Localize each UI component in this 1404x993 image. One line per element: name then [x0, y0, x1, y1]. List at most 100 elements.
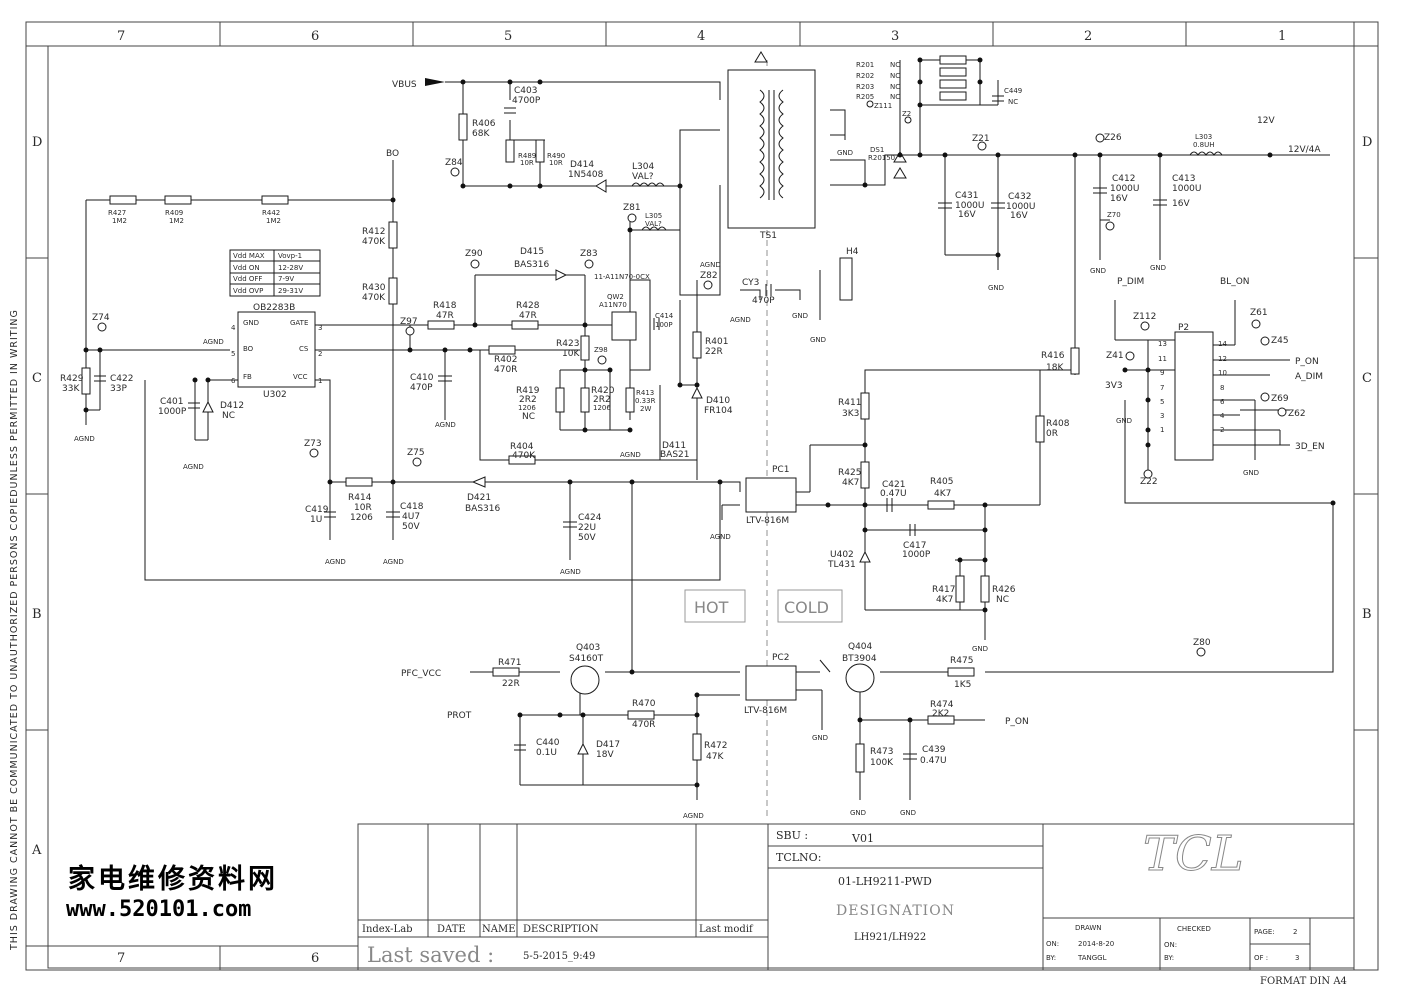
part-value: S4160T: [569, 654, 604, 664]
part-ref: C413: [1172, 174, 1195, 184]
ground-label: GND: [812, 734, 828, 742]
row-markers: D C B A D C B: [31, 135, 1372, 858]
pin-number: 8: [1220, 384, 1224, 392]
testpoint-label: Z84: [445, 158, 463, 168]
capacitors: [94, 95, 1167, 760]
part-ref: R414: [348, 493, 372, 503]
part-ref: R417: [932, 585, 955, 595]
ic-pin: VCC: [293, 373, 308, 381]
part-value: NC: [222, 411, 235, 421]
part-ref: R413: [636, 389, 654, 397]
part-ref: C439: [922, 745, 946, 755]
last-saved-value: 5-5-2015_9:49: [523, 951, 595, 962]
part-value: 1000U: [1172, 184, 1202, 194]
part-value: 1M2: [266, 217, 281, 225]
part-ref: C403: [514, 86, 537, 96]
part-value: 1K5: [954, 680, 971, 690]
part-ref: C412: [1112, 174, 1135, 184]
part-value: 4U7: [402, 512, 420, 522]
testpoint-label: Z82: [700, 271, 718, 281]
part-value: LTV-816M: [744, 706, 787, 716]
part-value: 1U: [310, 515, 322, 525]
part-ref: R489: [518, 152, 536, 160]
part-ref: R416: [1041, 351, 1065, 361]
part-labels: R406 68K C403 4700P R489 10R R490 10R D4…: [60, 61, 1215, 768]
part-package: 1206: [518, 404, 536, 412]
connector-pins: 13 14 11 12 9 10 7 8 5 6 3 4 1 2: [1158, 340, 1227, 434]
page-value: 2: [1293, 928, 1297, 936]
table-cell: 29-31V: [278, 287, 303, 295]
part-ref: C418: [400, 502, 424, 512]
sheet-format: FORMAT DIN A4: [1260, 976, 1347, 987]
testpoint-label: Z73: [304, 439, 322, 449]
pin-number: 7: [1160, 384, 1164, 392]
ground-label: GND: [792, 312, 808, 320]
ground-label: AGND: [325, 558, 346, 566]
part-ref: D414: [570, 160, 594, 170]
watermark-cn: 家电维修资料网: [68, 863, 278, 895]
testpoint-label: Z80: [1193, 638, 1211, 648]
net-label: BO: [386, 149, 399, 159]
part-ref: C417: [903, 541, 926, 551]
sbu-label: SBU :: [776, 829, 808, 842]
transistors: [570, 311, 875, 695]
part-value: 47K: [706, 752, 724, 762]
part-ref: R202: [856, 72, 874, 80]
part-value: VAL?: [645, 220, 662, 228]
vdd-table: Vdd MAX Vovp-1 Vdd ON 12-28V Vdd OFF 7-9…: [229, 249, 321, 297]
brand-logo: TCL: [1143, 826, 1244, 882]
part-ref: D410: [706, 396, 730, 406]
part-package: 1206: [350, 513, 373, 523]
part-value: 4K7: [842, 478, 859, 488]
net-label: P_ON: [1295, 357, 1319, 367]
part-value: 10R: [354, 503, 372, 513]
part-ref: D415: [520, 247, 544, 257]
by-label: BY:: [1164, 954, 1174, 962]
part-ref: R474: [930, 700, 954, 710]
part-ref: R203: [856, 83, 874, 91]
zone-cold: COLD: [784, 598, 829, 617]
part-value: 1000U: [1006, 202, 1036, 212]
ic-pin-number: 5: [231, 350, 235, 358]
table-cell: Vovp-1: [278, 252, 302, 260]
testpoint-label: Z74: [92, 313, 110, 323]
row-marker: C: [32, 371, 42, 386]
column-marker: 7: [117, 951, 125, 966]
part-value: 3K3: [842, 409, 859, 419]
part-value: 0.1U: [536, 748, 557, 758]
column-header: Last modif: [699, 924, 754, 935]
part-value: 470R: [632, 720, 655, 730]
part-ref: R412: [362, 227, 385, 237]
ic-ref: U302: [263, 390, 287, 400]
part-ref: R201: [856, 61, 874, 69]
part-ref: L303: [1195, 133, 1212, 141]
testpoint-label: Z41: [1106, 351, 1124, 361]
part-ref: C440: [536, 738, 560, 748]
part-value: 2R2: [593, 395, 611, 405]
part-value: 10R: [549, 159, 563, 167]
ic-pin: FB: [243, 373, 252, 381]
part-ref: R429: [60, 374, 84, 384]
part-value: BT3904: [842, 654, 877, 664]
part-ref: C410: [410, 373, 434, 383]
connectors: [839, 257, 1214, 461]
pin-number: 14: [1218, 340, 1227, 348]
transformer: TS1: [727, 69, 816, 241]
part-value: 18K: [1046, 363, 1064, 373]
part-ref: R430: [362, 283, 386, 293]
tclno-label: TCLNO:: [776, 851, 821, 864]
ground-label: AGND: [730, 316, 751, 324]
ic-pin: GND: [243, 319, 259, 327]
ground-label: GND: [1150, 264, 1166, 272]
column-header: DATE: [437, 924, 466, 935]
part-ref: R473: [870, 747, 893, 757]
side-note: THIS DRAWING CANNOT BE COMMUNICATED TO U…: [9, 309, 20, 951]
row-marker: C: [1362, 371, 1372, 386]
title-block: [357, 823, 1355, 971]
testpoint-label: Z70: [1107, 211, 1121, 219]
part-ref: R419: [516, 386, 540, 396]
part-power: 2W: [640, 405, 651, 413]
part-ref: R490: [547, 152, 565, 160]
part-value: 47R: [519, 311, 537, 321]
part-ref: Q404: [848, 642, 873, 652]
